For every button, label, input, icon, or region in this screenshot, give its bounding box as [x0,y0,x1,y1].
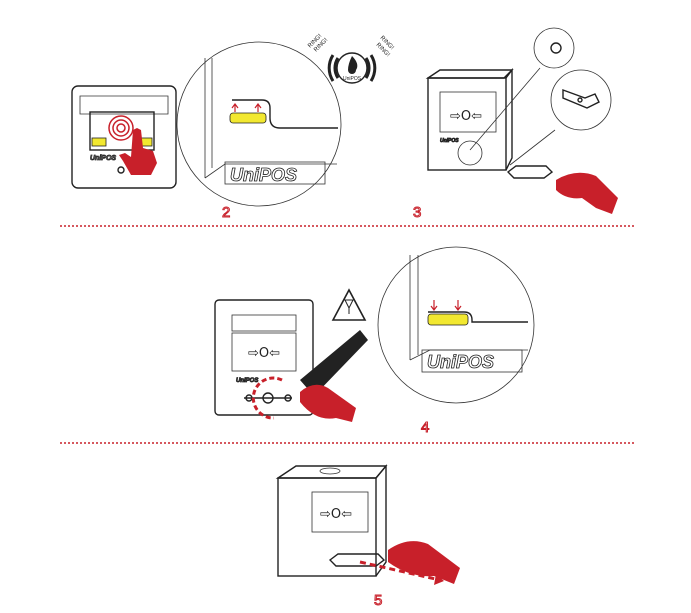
pull-arrow-icon [359,560,441,582]
reset-symbol: ⇨O⇦ [450,109,482,124]
reset-key-icon [300,330,368,396]
step-3-label: 3 [413,204,421,221]
step-3-key-detail [469,27,618,214]
brand-label-zoom: UniPOS [427,352,494,372]
brand-label: UniPOS [440,138,459,144]
hand-icon [388,541,460,584]
rotate-arrow-icon [251,376,283,420]
hand-icon [556,172,618,214]
reset-symbol: ⇨O⇦ [320,507,352,522]
reset-symbol: ⇨O⇦ [248,346,280,361]
step-2-label: 2 [222,204,230,221]
brand-label-zoom: UniPOS [230,165,297,185]
alarm-brand: UniPOS [343,76,362,82]
step-5-device: ⇨O⇦ [275,464,460,585]
reset-key-icon [328,553,386,567]
reset-key-icon [506,165,554,179]
step-5-label: 5 [374,592,382,609]
step-4-label: 4 [421,419,429,436]
alarm-ring-icon: UniPOS RING! RING! RING! RING! [307,33,395,84]
brand-label: UniPOS [236,378,258,384]
press-hand-icon [108,115,157,175]
step-3-device: ⇨O⇦ UniPOS [425,67,514,171]
step-2-device: UniPOS [71,85,177,189]
step-4-zoom-detail: UniPOS [377,246,535,404]
hand-icon [300,384,356,422]
step-4-device: ⇨O⇦ UniPOS [214,299,368,422]
brand-label: UniPOS [90,155,116,162]
step-2-zoom-detail: UniPOS [176,41,342,207]
warning-triangle-icon [331,288,367,321]
